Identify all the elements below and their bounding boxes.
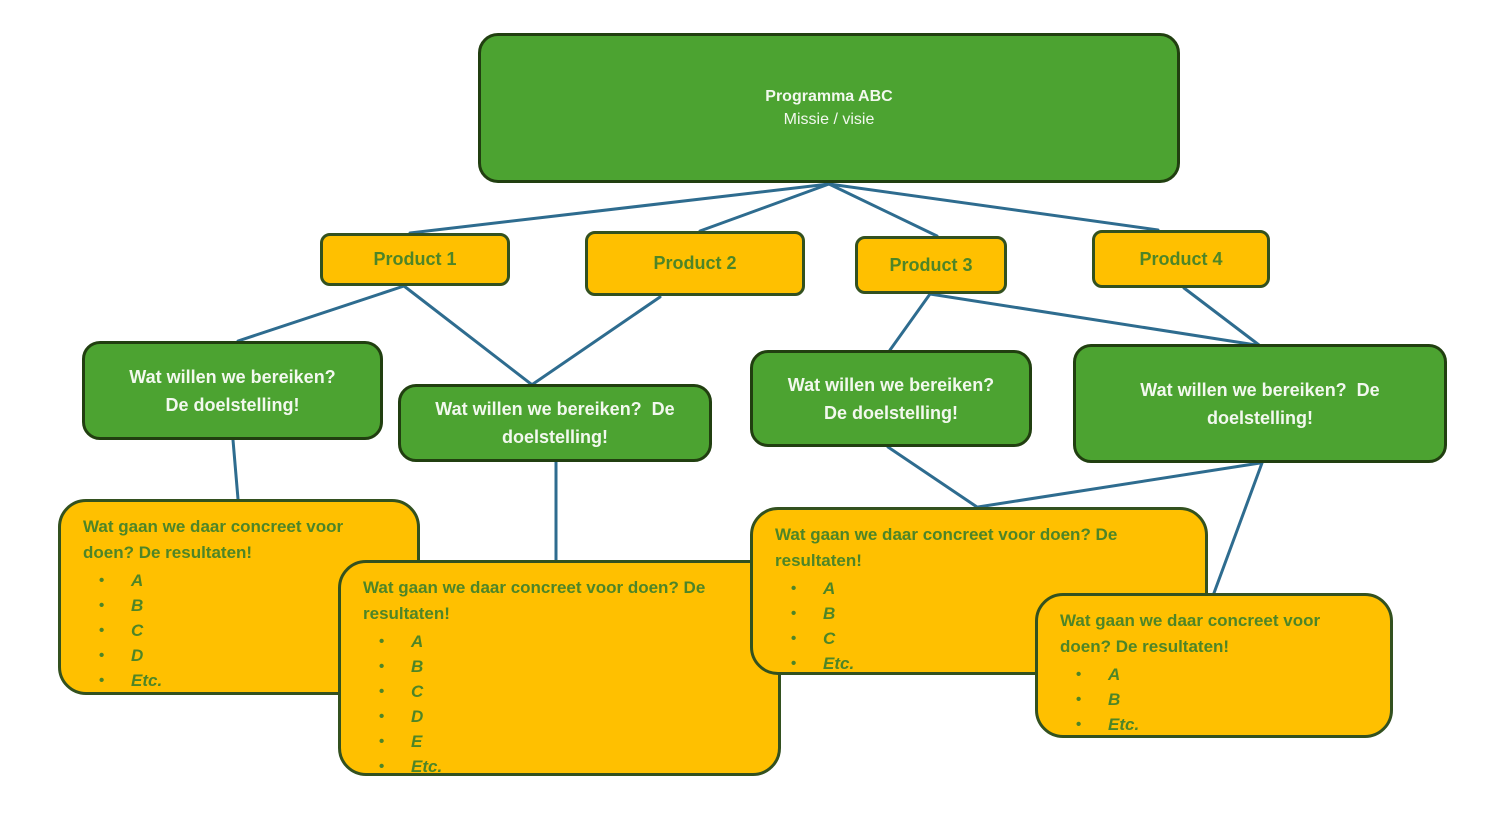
- connector-line: [231, 438, 240, 501]
- result-heading: Wat gaan we daar concreet voor doen? De …: [363, 578, 706, 623]
- goal-text-line: Wat willen we bereiken?: [129, 366, 336, 387]
- product-label: Product 3: [889, 254, 973, 275]
- goal-text-line: De doelstelling!: [165, 394, 300, 415]
- goal-text-line: doelstelling!: [1206, 407, 1313, 428]
- program-box: Programma ABC Missie / visie: [478, 33, 1180, 183]
- connector-line: [531, 295, 662, 386]
- result-item: Etc.: [363, 754, 756, 779]
- result-item: C: [83, 618, 395, 643]
- product-label: Product 4: [1139, 248, 1223, 269]
- product-box-2: Product 2: [585, 231, 805, 296]
- connector-line: [827, 182, 1160, 232]
- connector-line: [888, 292, 932, 352]
- connector-line: [976, 461, 1262, 509]
- goal-box-1: Wat willen we bereiken? De doelstelling!: [82, 341, 383, 440]
- result-heading: Wat gaan we daar concreet voor doen? De …: [1060, 611, 1321, 656]
- result-list: ABCDEtc.: [83, 568, 395, 693]
- connector-line: [408, 182, 831, 235]
- connector-line: [1182, 286, 1261, 347]
- result-heading: Wat gaan we daar concreet voor doen? De …: [83, 517, 344, 562]
- result-item: D: [83, 643, 395, 668]
- result-item: C: [363, 679, 756, 704]
- goal-text-line: doelstelling!: [501, 427, 608, 447]
- goal-text-line: Wat willen we bereiken? De: [1140, 379, 1380, 400]
- result-box-2: Wat gaan we daar concreet voor doen? De …: [338, 560, 781, 779]
- goal-box-3: Wat willen we bereiken? De doelstelling!: [750, 350, 1032, 447]
- result-item: C: [775, 626, 1183, 651]
- goal-text-line: De doelstelling!: [823, 402, 958, 423]
- result-list: ABEtc.: [1060, 662, 1368, 737]
- connector-line: [698, 182, 831, 233]
- result-item: Etc.: [775, 651, 1183, 676]
- result-item: D: [363, 704, 756, 729]
- result-item: B: [363, 654, 756, 679]
- product-box-4: Product 4: [1092, 230, 1270, 288]
- goal-text-line: Wat willen we bereiken? De: [435, 399, 675, 419]
- result-list: ABCDEEtc.: [363, 629, 756, 779]
- result-item: E: [363, 729, 756, 754]
- connector-line: [1212, 461, 1264, 595]
- result-item: A: [83, 568, 395, 593]
- program-subtitle: Missie / visie: [783, 111, 875, 128]
- connector-line: [827, 182, 939, 238]
- goal-box-2: Wat willen we bereiken? De doelstelling!: [398, 384, 712, 462]
- product-label: Product 1: [373, 249, 457, 269]
- product-label: Product 2: [653, 253, 737, 273]
- connector-line: [402, 284, 533, 386]
- goal-box-4: Wat willen we bereiken? De doelstelling!: [1073, 344, 1447, 463]
- result-heading: Wat gaan we daar concreet voor doen? De …: [775, 525, 1118, 570]
- product-box-1: Product 1: [320, 233, 510, 286]
- result-item: A: [363, 629, 756, 654]
- program-title: Programma ABC: [765, 88, 893, 105]
- result-item: B: [1060, 687, 1368, 712]
- connector-line: [886, 445, 979, 509]
- result-list: ABCEtc.: [775, 576, 1183, 676]
- result-item: B: [83, 593, 395, 618]
- result-item: A: [1060, 662, 1368, 687]
- result-item: Etc.: [1060, 712, 1368, 737]
- connector-line: [928, 292, 1258, 347]
- goal-text-line: Wat willen we bereiken?: [787, 374, 995, 395]
- connector-line: [236, 284, 406, 343]
- result-item: Etc.: [83, 668, 395, 693]
- result-box-4: Wat gaan we daar concreet voor doen? De …: [1035, 593, 1393, 738]
- result-item: A: [775, 576, 1183, 601]
- result-item: B: [775, 601, 1183, 626]
- product-box-3: Product 3: [855, 236, 1007, 294]
